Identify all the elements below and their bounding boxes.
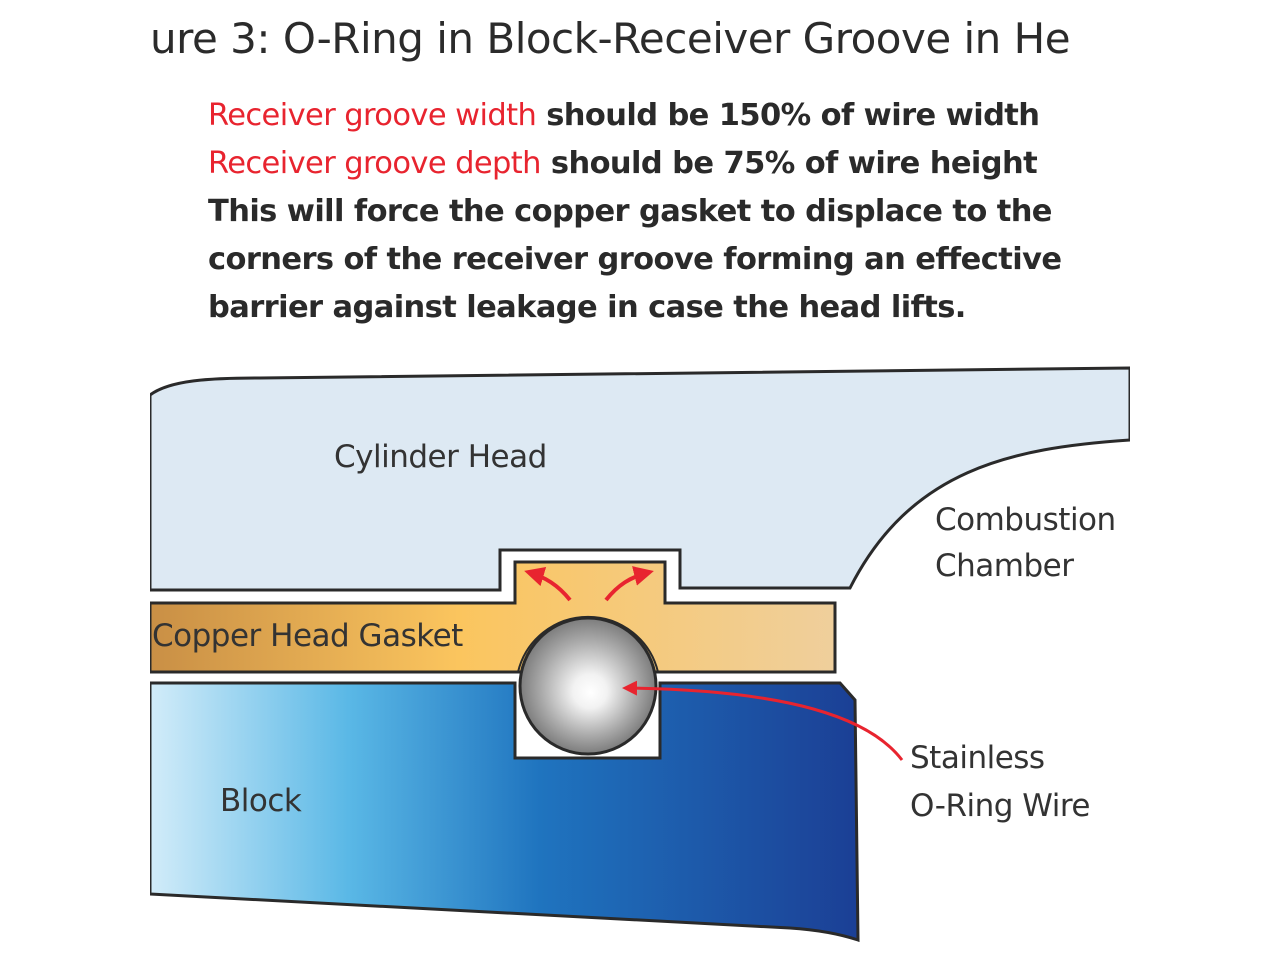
figure: ure 3: O-Ring in Block-Receiver Groove i… xyxy=(150,0,1130,960)
notes-block: Receiver groove width should be 150% of … xyxy=(208,92,1108,332)
cylinder-head-label: Cylinder Head xyxy=(334,439,547,475)
block-label: Block xyxy=(220,783,302,819)
note-line-5: barrier against leakage in case the head… xyxy=(208,290,966,325)
block-shape xyxy=(150,681,860,943)
note-highlight-depth: Receiver groove depth xyxy=(208,146,541,181)
combustion-chamber-label-line2: Chamber xyxy=(935,548,1074,584)
displacement-arrow-right xyxy=(604,566,654,602)
o-ring-wire-top-outline xyxy=(517,615,659,673)
note-line-3: This will force the copper gasket to dis… xyxy=(208,194,1052,229)
copper-gasket-shape xyxy=(150,560,837,674)
note-text-width: should be 150% of wire width xyxy=(536,98,1040,133)
wire-label-line2: O-Ring Wire xyxy=(910,788,1090,824)
displacement-arrow-left xyxy=(524,566,572,602)
figure-title: ure 3: O-Ring in Block-Receiver Groove i… xyxy=(150,14,1071,63)
note-line-depth: Receiver groove depth should be 75% of w… xyxy=(208,140,1108,188)
note-text-depth: should be 75% of wire height xyxy=(540,146,1038,181)
combustion-chamber-label-line1: Combustion xyxy=(935,502,1116,538)
wire-pointer-arrow xyxy=(622,680,904,761)
wire-label-line1: Stainless xyxy=(910,740,1045,776)
o-ring-wire xyxy=(518,616,658,756)
note-highlight-width: Receiver groove width xyxy=(208,98,537,133)
cross-section-diagram: Cylinder Head Combustion Chamber Copper … xyxy=(150,366,1130,943)
note-line-width: Receiver groove width should be 150% of … xyxy=(208,92,1108,140)
cylinder-head-shape xyxy=(150,366,1130,592)
copper-gasket-label: Copper Head Gasket xyxy=(152,618,463,654)
note-line-4: corners of the receiver groove forming a… xyxy=(208,242,1062,277)
